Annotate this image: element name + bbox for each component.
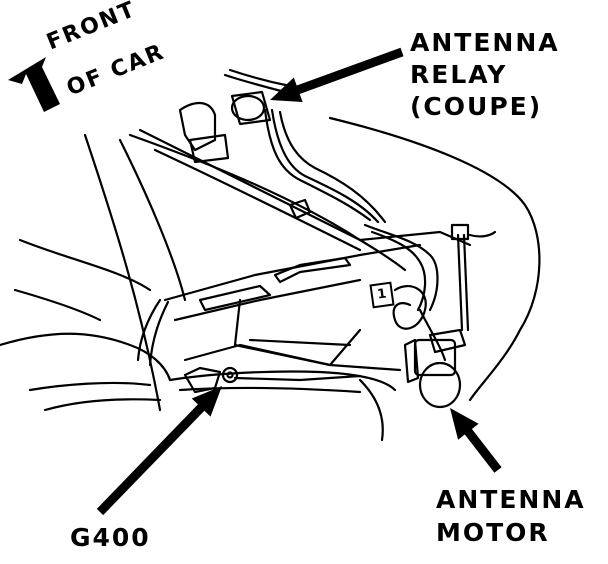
- relay-wire-stub: [223, 73, 287, 94]
- rocker-line: [13, 288, 102, 322]
- antenna-relay-label-line3: (COUPE): [410, 92, 543, 121]
- g400-ground-bolt: [221, 366, 239, 384]
- antenna-mast-2: [462, 233, 470, 332]
- rear-body-inner-line: [128, 133, 407, 272]
- bumper-lower: [178, 386, 362, 394]
- motor-bracket: [403, 338, 420, 384]
- harness-loop: [392, 284, 427, 330]
- antenna-mast: [456, 233, 464, 332]
- g400-ground-label: G400: [70, 523, 151, 552]
- rear-body-contour: [328, 116, 541, 402]
- relay-connector: [230, 90, 272, 126]
- antenna-relay-label-line2: RELAY: [410, 60, 508, 89]
- relay-pointer-arrow: [270, 47, 404, 102]
- relay-wire-stub-2: [228, 68, 292, 88]
- motor-pointer-arrow: [450, 408, 502, 473]
- antenna-motor-body: [413, 338, 457, 377]
- wheel-arch: [358, 378, 384, 442]
- g400-pointer-arrow: [96, 386, 222, 516]
- relay-harness-2: [270, 108, 380, 224]
- tray-rib-1: [273, 256, 352, 284]
- harness-clip: [288, 198, 312, 220]
- relay-bracket: [178, 102, 217, 152]
- antenna-relay-body: [230, 94, 266, 122]
- rear-bumper: [168, 370, 397, 392]
- c-pillar-inner: [118, 138, 187, 302]
- tray-rib-2: [198, 284, 272, 312]
- harness-tail: [136, 298, 162, 362]
- g400-ground-bolt-inner: [226, 371, 234, 379]
- trunk-floor-line: [248, 338, 352, 347]
- floor-line-2: [43, 398, 162, 412]
- trunk-floor-front: [183, 343, 402, 372]
- antenna-motor-housing: [418, 361, 462, 409]
- relay-bracket-plate: [188, 133, 230, 164]
- harness-run-1: [363, 223, 439, 312]
- harness-to-motor: [418, 308, 447, 362]
- antenna-motor-label-line2: MOTOR: [436, 518, 550, 547]
- tail-panel-lower: [173, 278, 362, 322]
- lower-quarter: [0, 332, 172, 382]
- relay-harness-1: [263, 108, 372, 222]
- antenna-cable: [468, 230, 497, 238]
- antenna-motor-label-line1: ANTENNA: [436, 485, 586, 514]
- motor-flange: [428, 328, 467, 354]
- harness-along-floor: [233, 374, 362, 382]
- arrow-left-down-icon: [8, 57, 60, 112]
- relay-harness-3: [278, 110, 387, 224]
- floor-line-1: [28, 381, 152, 392]
- quarter-panel: [18, 238, 152, 292]
- antenna-relay-label-line1: ANTENNA: [410, 28, 560, 57]
- tail-panel-top: [163, 243, 422, 302]
- callout-number-badge: 1: [369, 281, 395, 309]
- sill-end: [183, 366, 222, 394]
- harness-tail-2: [148, 300, 170, 367]
- antenna-mast-cap: [450, 223, 470, 241]
- c-pillar-outer: [83, 133, 162, 412]
- trunk-opening-edge: [153, 148, 362, 252]
